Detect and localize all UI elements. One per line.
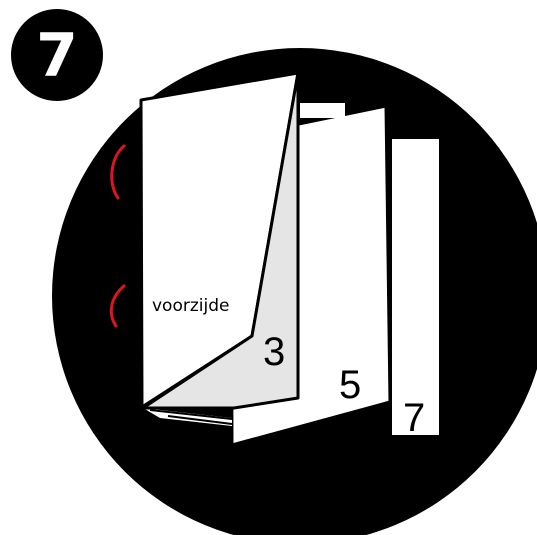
page-number-5: 5 (339, 363, 361, 407)
front-label: voorzijde (152, 296, 229, 316)
page-number-7: 7 (403, 396, 425, 440)
page-number-3: 3 (263, 330, 285, 374)
step-badge: 7 (11, 9, 103, 101)
page-sheet-5-top-strip (300, 103, 345, 118)
page-sheet-7 (392, 139, 439, 435)
step-number: 7 (36, 21, 78, 91)
page-sheet-7-shape (392, 139, 439, 435)
